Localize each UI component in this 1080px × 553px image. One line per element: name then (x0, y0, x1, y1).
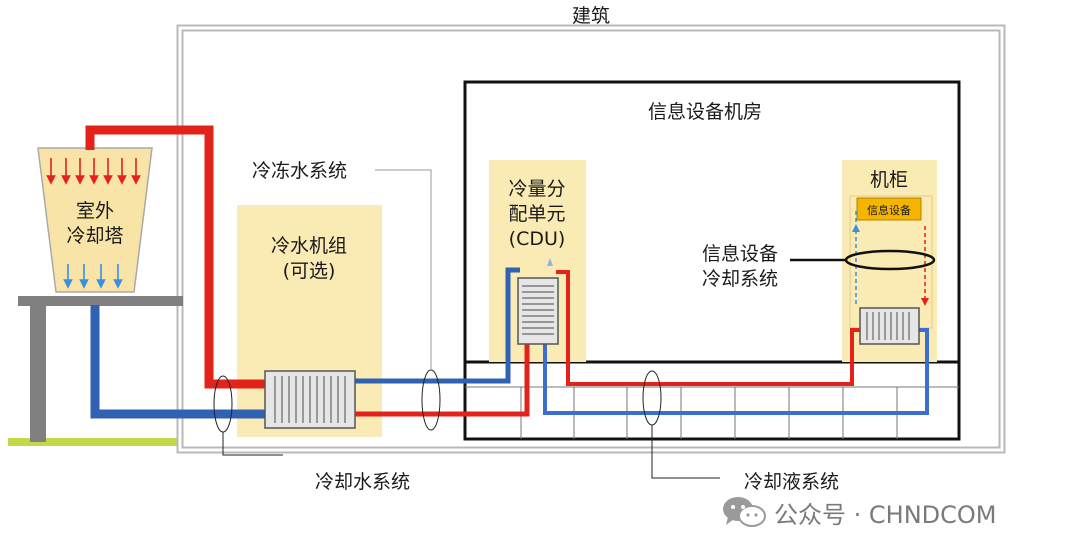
tower-cold-arrows (63, 264, 123, 289)
chilled-water-system-label: 冷冻水系统 (252, 160, 347, 182)
cdu-arrow (547, 258, 553, 266)
coolant-indicator (642, 370, 720, 479)
chilled-water-cold-pipe (353, 267, 520, 384)
it-equipment-label: 信息设备 (867, 203, 911, 217)
watermark: 公众号 · CHNDCOM (722, 492, 996, 532)
cooling-water-indicator (213, 375, 283, 456)
coolant-cold-pipe (543, 328, 929, 415)
cdu-label-2: 配单元 (508, 203, 565, 225)
ground-line (8, 438, 183, 446)
building-label: 建筑 (572, 5, 610, 27)
cooling-water-cold-pipe (90, 305, 268, 419)
it-cooling-label-2: 冷却系统 (702, 268, 778, 290)
it-cooling-label-1: 信息设备 (702, 243, 778, 265)
chilled-water-indicator (375, 169, 441, 431)
wechat-icon (722, 495, 766, 529)
cooling-tower-label-1: 室外 (76, 200, 114, 222)
coolant-system-label: 冷却液系统 (744, 471, 839, 493)
cooling-water-hot-pipe (85, 125, 268, 389)
rack-label: 机柜 (870, 169, 908, 191)
chilled-water-hot-pipe (353, 344, 530, 417)
cdu-label-3: (CDU) (509, 228, 566, 250)
chiller-label-2: (可选) (283, 260, 336, 282)
rack-heat-exchanger (859, 307, 920, 345)
chiller-label-1: 冷水机组 (271, 235, 347, 257)
it-cooling-indicator (790, 249, 936, 271)
cooling-tower-label-2: 冷却塔 (66, 225, 123, 247)
it-room-frame (463, 80, 961, 441)
it-room-label: 信息设备机房 (648, 101, 762, 123)
coolant-hot-pipe (556, 270, 862, 386)
chiller-heat-exchanger (264, 370, 356, 429)
cdu-heat-exchanger (517, 277, 559, 345)
raised-floor (465, 360, 959, 439)
rack-arrow-down (921, 298, 929, 306)
tower-hot-arrows (46, 158, 141, 185)
cooling-water-system-label: 冷却水系统 (315, 471, 410, 493)
it-equipment-box (856, 197, 922, 221)
building-wall (176, 24, 1006, 454)
watermark-text: 公众号 · CHNDCOM (774, 500, 997, 529)
rack-arrow-up (852, 224, 860, 232)
tower-stand (18, 296, 183, 442)
cdu-label-1: 冷量分 (508, 178, 565, 200)
